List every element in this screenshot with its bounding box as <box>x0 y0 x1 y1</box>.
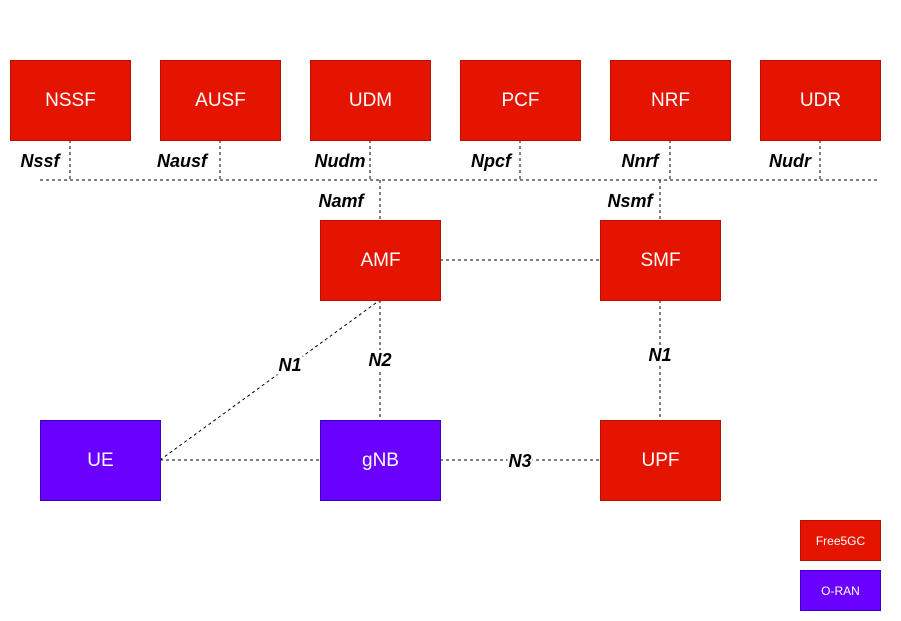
nudm-interface-label: Nudm <box>314 151 366 171</box>
pcf-node: PCF <box>460 60 581 141</box>
ue-node: UE <box>40 420 161 501</box>
upf-node: UPF <box>600 420 721 501</box>
ausf-node: AUSF <box>160 60 281 141</box>
legend-core-swatch: Free5GC <box>800 520 881 561</box>
nnrf-interface-label: Nnrf <box>621 151 659 171</box>
legend-ran-swatch: O-RAN <box>800 570 881 611</box>
nausf-interface-label: Nausf <box>156 151 208 171</box>
udr-node: UDR <box>760 60 881 141</box>
nudr-interface-label: Nudr <box>769 151 811 171</box>
n1-ue-amf-label: N1 <box>277 355 303 375</box>
nssf-interface-label: Nssf <box>20 151 60 171</box>
udm-node: UDM <box>310 60 431 141</box>
nrf-node: NRF <box>610 60 731 141</box>
nssf-node: NSSF <box>10 60 131 141</box>
npcf-interface-label: Npcf <box>471 151 511 171</box>
n3-interface-label: N3 <box>507 451 533 471</box>
nsmf-interface-label: Nsmf <box>607 191 653 211</box>
namf-interface-label: Namf <box>318 191 364 211</box>
smf-node: SMF <box>600 220 721 301</box>
amf-node: AMF <box>320 220 441 301</box>
n2-interface-label: N2 <box>367 350 393 370</box>
gnb-node: gNB <box>320 420 441 501</box>
n1-smf-upf-label: N1 <box>647 345 673 365</box>
